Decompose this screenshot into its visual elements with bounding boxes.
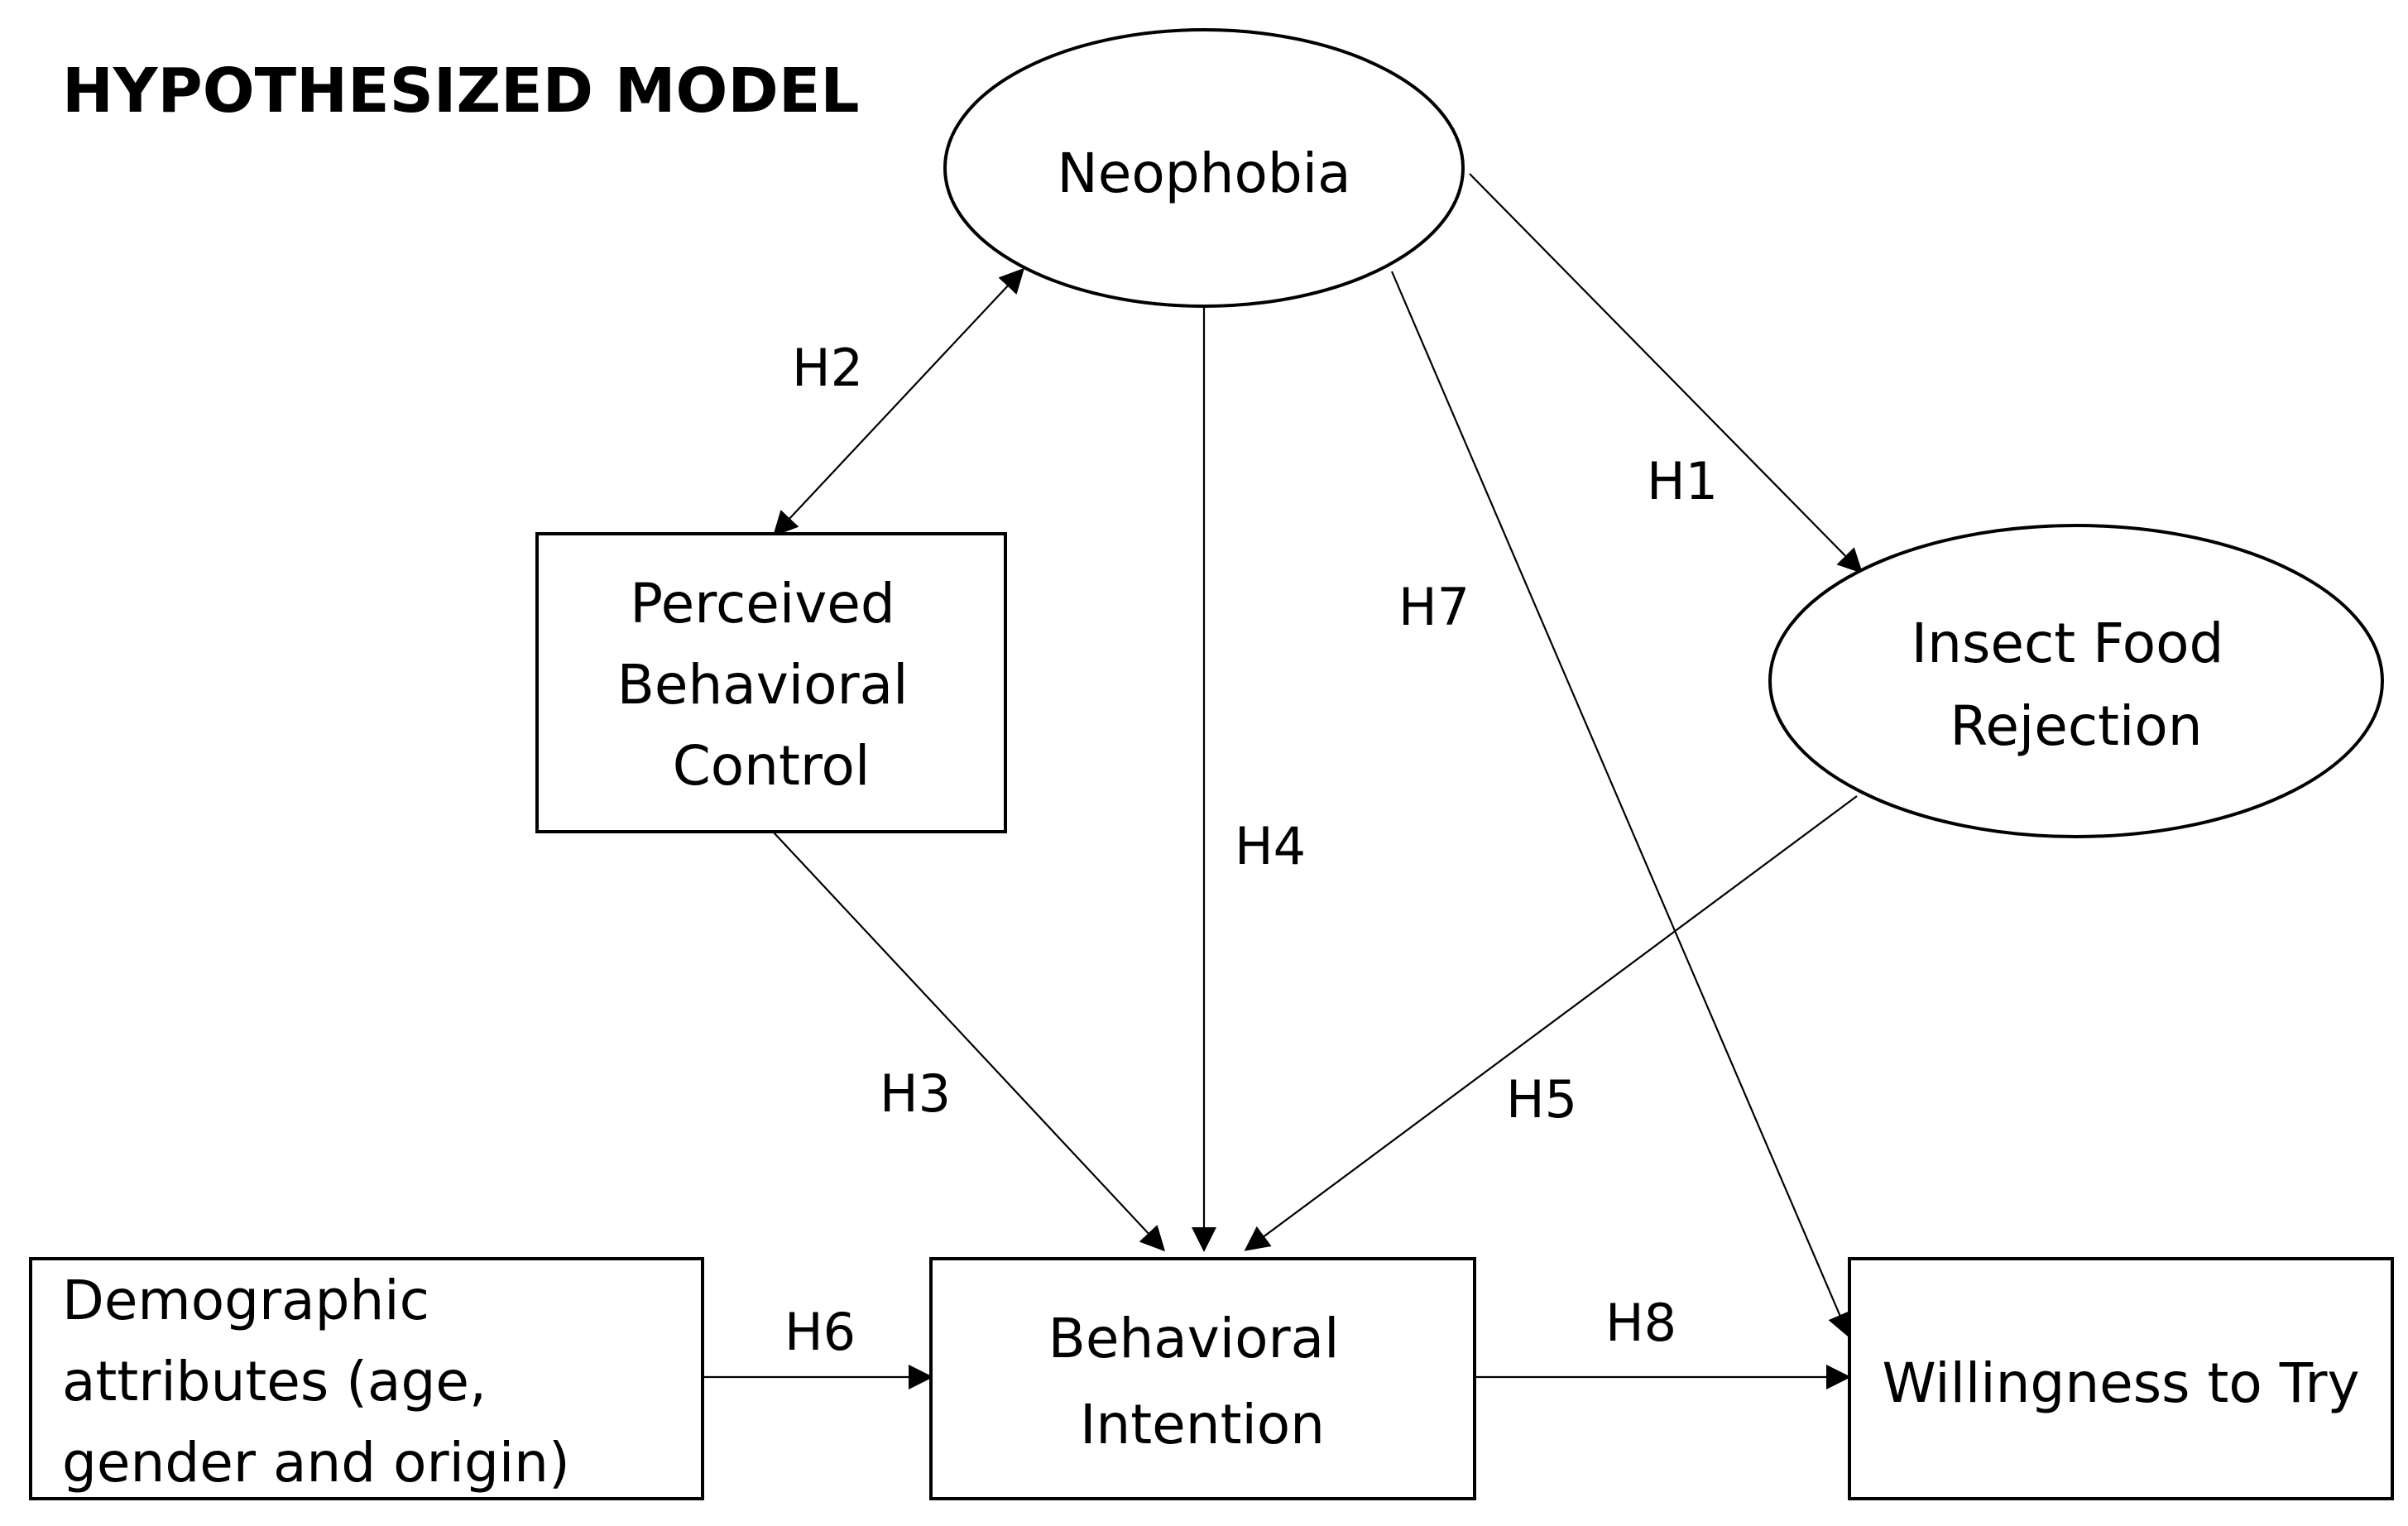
edge-h3-label: H3 [880,1063,951,1124]
willingness-to-try-node [1848,1257,2394,1500]
insect-food-rejection-label: Insect Food Rejection [1912,612,2242,758]
edge-h5-line [1244,795,1858,1251]
demographic-attributes-node [29,1257,704,1500]
edge-h3-line [773,832,1166,1252]
perceived-behavioral-control-label: Perceived Behavioral Control [617,572,926,798]
edge-h6-label: H6 [784,1302,856,1362]
behavioral-intention-node [929,1257,1476,1500]
perceived-behavioral-control-node [535,532,1007,833]
edge-h4-label: H4 [1235,816,1306,876]
edge-h5-label: H5 [1506,1069,1577,1130]
edge-h7-label: H7 [1398,577,1470,637]
willingness-to-try-label: Willingness to Try [1882,1351,2359,1415]
edge-h1-label: H1 [1647,451,1718,511]
demographic-attributes-label: Demographic attributes (age, gender and … [62,1269,570,1495]
edge-h7-line [1390,271,1852,1338]
edge-h8-label: H8 [1605,1293,1676,1353]
behavioral-intention-label: Behavioral Intention [1048,1307,1357,1456]
neophobia-node [943,28,1465,308]
diagram-title: HYPOTHESIZED MODEL [62,55,860,127]
insect-food-rejection-node [1768,524,2384,838]
edge-h2-label: H2 [792,338,863,398]
edge-h2-line [772,267,1025,537]
neophobia-label: Neophobia [1057,142,1350,205]
edge-h1-line [1469,173,1864,574]
